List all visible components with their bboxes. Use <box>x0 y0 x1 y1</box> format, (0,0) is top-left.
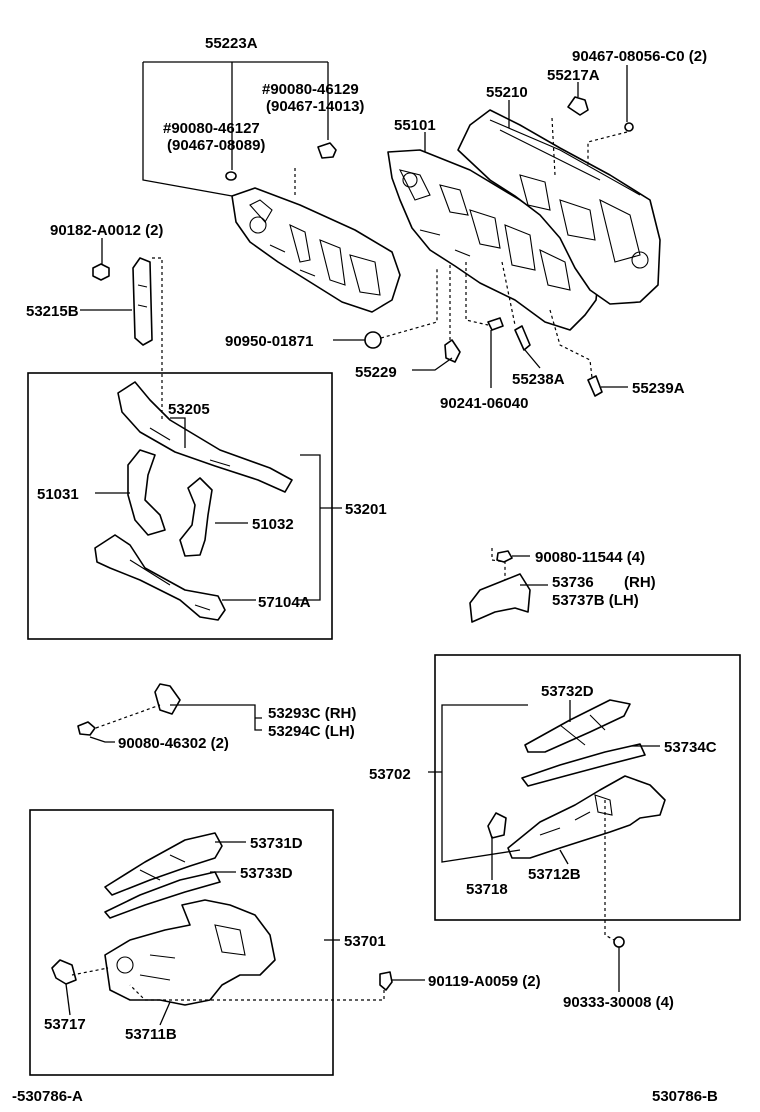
plug-90333-30008 <box>613 936 625 948</box>
label-90467-08089: (90467-08089) <box>167 137 265 154</box>
reference-right: 530786-B <box>652 1088 718 1105</box>
bracket-53717 <box>51 959 77 985</box>
label-90119-a0059: 90119-A0059 (2) <box>428 973 541 990</box>
label-53712b: 53712B <box>528 866 581 883</box>
front-side-member-53712b <box>507 775 666 859</box>
bracket-53293c <box>154 683 181 715</box>
label-55223a: 55223A <box>205 35 258 52</box>
plug-90950-01871 <box>364 331 382 349</box>
bolt-90467-08056 <box>624 122 634 132</box>
front-side-member-53711b <box>104 899 276 1006</box>
cowl-panel-part <box>457 109 661 305</box>
label-55238a: 55238A <box>512 371 565 388</box>
label-55217a: 55217A <box>547 67 600 84</box>
label-53733d: 53733D <box>240 865 293 882</box>
label-90467-08056: 90467-08056-C0 (2) <box>572 48 707 65</box>
dash-insulator-part <box>231 187 401 313</box>
bracket-53718 <box>487 812 507 839</box>
label-55229: 55229 <box>355 364 397 381</box>
side-support-53215b <box>132 257 153 346</box>
reference-left: -530786-A <box>12 1088 83 1105</box>
label-90080-46302: 90080-46302 (2) <box>118 735 229 752</box>
label-53215b: 53215B <box>26 303 79 320</box>
group-box-53701 <box>29 809 334 1076</box>
bracket-53736 <box>469 573 531 623</box>
label-90182-a0012: 90182-A0012 (2) <box>50 222 163 239</box>
label-55101: 55101 <box>394 117 436 134</box>
group-box-53702 <box>434 654 741 921</box>
label-90950-01871: 90950-01871 <box>225 333 313 350</box>
apron-upper-53731d <box>104 832 223 896</box>
clip-90080-46129 <box>317 142 337 159</box>
label-53701: 53701 <box>344 933 386 950</box>
label-53205: 53205 <box>168 401 210 418</box>
label-57104a: 57104A <box>258 594 311 611</box>
group-box-53201 <box>27 372 333 640</box>
label-90333-30008: 90333-30008 (4) <box>563 994 674 1011</box>
label-53201: 53201 <box>345 501 387 518</box>
label-53737b: 53737B (LH) <box>552 592 639 609</box>
label-53718: 53718 <box>466 881 508 898</box>
label-53734c: 53734C <box>664 739 717 756</box>
radiator-support-upper-53205 <box>117 381 293 493</box>
label-53711b: 53711B <box>125 1026 177 1043</box>
label-90080-46129: #90080-46129 <box>262 81 359 98</box>
radiator-side-51032 <box>179 477 213 557</box>
label-90467-14013: (90467-14013) <box>266 98 364 115</box>
label-55210: 55210 <box>486 84 528 101</box>
label-53732d: 53732D <box>541 683 594 700</box>
bolt-90119-a0059 <box>379 971 393 991</box>
label-53717: 53717 <box>44 1016 86 1033</box>
label-53736: 53736 <box>552 574 594 591</box>
clip-90080-46127 <box>225 171 237 181</box>
apron-inner-53734c <box>521 743 646 787</box>
label-90241-06040: 90241-06040 <box>440 395 528 412</box>
callout-labels: 55223A #90080-46129 (90467-14013) #90080… <box>12 35 718 1105</box>
apron-inner-53733d <box>104 871 221 919</box>
label-53702: 53702 <box>369 766 411 783</box>
cowl-grommet-55217a <box>567 96 589 116</box>
label-53294c: 53294C (LH) <box>268 723 355 740</box>
clip-90241-06040 <box>487 317 504 331</box>
leader-lines <box>65 61 660 1026</box>
dash-panel-part <box>387 149 601 331</box>
bolt-90080-11544 <box>496 550 513 563</box>
label-55239a: 55239A <box>632 380 685 397</box>
label-90080-46127: #90080-46127 <box>163 120 260 137</box>
apron-upper-53732d <box>524 699 631 753</box>
bracket-55238a <box>514 325 531 351</box>
label-53293c: 53293C (RH) <box>268 705 356 722</box>
label-53736-rh: (RH) <box>624 574 656 591</box>
bracket-55239a <box>587 375 603 397</box>
label-53731d: 53731D <box>250 835 303 852</box>
radiator-side-51031 <box>127 449 166 536</box>
label-51031: 51031 <box>37 486 79 503</box>
bolt-90080-46302 <box>77 721 96 736</box>
label-51032: 51032 <box>252 516 294 533</box>
label-90080-11544: 90080-11544 (4) <box>535 549 645 566</box>
radiator-lower-57104a <box>94 534 226 621</box>
nut-90182-a0012 <box>92 263 110 281</box>
bracket-55229 <box>444 339 461 363</box>
